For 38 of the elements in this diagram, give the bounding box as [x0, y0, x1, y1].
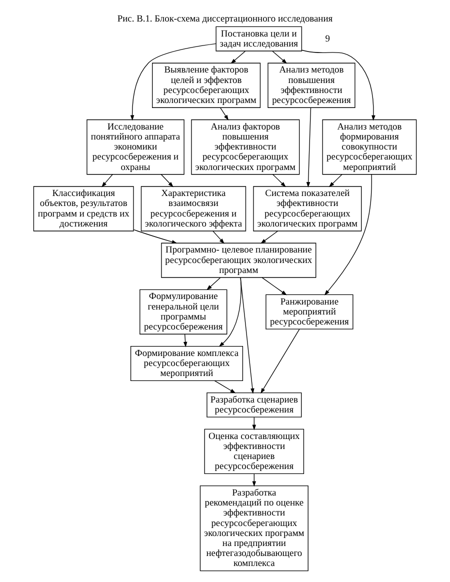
arrow	[130, 43, 216, 121]
node-box: Формирование комплекса ресурсосберегающих мероприятий	[130, 346, 244, 381]
arrow	[328, 174, 342, 188]
node-box: Анализ методов повышения эффективности ресурсосбережения	[268, 62, 356, 108]
node-box: Разработка сценариев ресурсосбережения	[206, 392, 302, 418]
node-box: Разработка рекомендаций по оценке эффективности ресурсосберегающих экологических программ на предприятии нефтегазодобывающего комплекса	[200, 486, 308, 572]
node-box: Оценка составляющих эффективности сценариев ресурсосбережения	[204, 428, 304, 474]
arrow	[230, 50, 246, 64]
label: 9	[325, 34, 330, 44]
arrow	[240, 277, 254, 394]
arrow	[262, 277, 287, 296]
arrow	[212, 230, 224, 244]
node-box: Анализ методов формирования совокупности ресурсосберегающих мероприятий	[322, 119, 417, 175]
node-box: Ранжирование мероприятий ресурсосбережения	[266, 294, 354, 330]
arrow	[102, 174, 113, 188]
arrow	[220, 107, 229, 120]
arrow	[133, 229, 178, 244]
arrow	[183, 334, 188, 348]
arrow	[260, 230, 278, 244]
node-box: Исследование понятийного аппарата экономики ресурсосбережения и охраны	[86, 119, 184, 175]
arrow	[301, 50, 376, 121]
node-box: Выявление факторов целей и эффектов ресурсосберегающих экологических программ	[152, 62, 261, 108]
diagram-title: Рис. В.1. Блок-схема диссертационного исследования	[117, 14, 333, 24]
node-box: Классификация объектов, результатов программ и средств их достижения	[33, 186, 134, 232]
node-box: Постановка цели и задач исследования	[216, 26, 302, 52]
node-box: Программно- целевое планирование ресурсосберегающих экологических программ	[161, 242, 316, 278]
node-box: Система показателей эффективности ресурсосберегающих экологических программ	[253, 186, 362, 232]
node-box: Анализ факторов повышения эффективности ресурсосберегающих экологических программ	[191, 119, 300, 175]
arrow	[306, 108, 312, 188]
node-box: Формулирование генеральной цели программы ресурсосбережения	[140, 289, 228, 334]
node-box: Характеристика взаимосвязи ресурсосбережения и экологического эффекта	[140, 186, 246, 232]
arrow	[260, 328, 300, 394]
arrow	[272, 174, 286, 188]
arrow	[206, 277, 221, 290]
arrow	[214, 380, 236, 394]
arrow	[272, 50, 288, 64]
arrow	[160, 174, 174, 188]
arrow	[324, 174, 372, 296]
